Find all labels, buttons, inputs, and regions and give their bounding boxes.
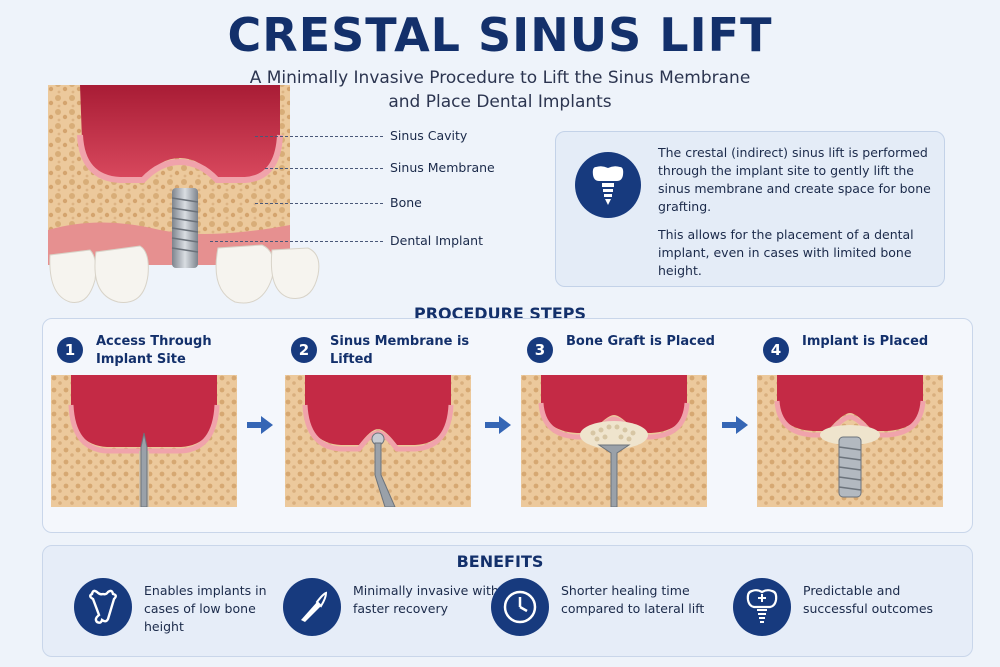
step-label: Access Through Implant Site [96, 334, 212, 367]
step-4-illustration [757, 375, 943, 507]
callout-line-sinus-cavity [255, 136, 383, 137]
bone-icon [74, 578, 132, 636]
step-number: 2 [291, 337, 317, 363]
tooth-implant-icon [575, 152, 641, 218]
label-sinus-cavity: Sinus Cavity [390, 128, 468, 143]
benefit-4: Predictable and successful outcomes [733, 576, 953, 642]
step-number: 3 [527, 337, 553, 363]
arrow-right-icon [722, 416, 748, 434]
step-label: Sinus Membrane is Lifted [330, 334, 470, 367]
arrow-right-icon [485, 416, 511, 434]
callout-line-bone [255, 203, 383, 204]
step-number: 1 [57, 337, 83, 363]
benefit-text: Enables implants in cases of low bone he… [144, 583, 267, 634]
step-1: 1 Access Through Implant Site [43, 319, 263, 534]
step-label: Bone Graft is Placed [566, 334, 715, 349]
benefits-heading: BENEFITS [456, 552, 544, 571]
sinus-cavity [80, 85, 280, 178]
scalpel-icon [283, 578, 341, 636]
step-3: 3 Bone Graft is Placed [513, 319, 733, 534]
step-1-illustration [51, 375, 237, 507]
anatomy-illustration [48, 85, 320, 304]
benefit-text: Predictable and successful outcomes [803, 583, 934, 616]
step-3-illustration [521, 375, 707, 507]
info-card: The crestal (indirect) sinus lift is per… [555, 131, 945, 287]
callout-line-dental-implant [210, 241, 383, 242]
step-4: 4 Implant is Placed [749, 319, 969, 534]
step-number: 4 [763, 337, 789, 363]
tooth-1 [49, 249, 97, 304]
info-paragraph-2: This allows for the placement of a denta… [658, 227, 914, 278]
benefit-1: Enables implants in cases of low bone he… [74, 576, 294, 642]
clock-icon [491, 578, 549, 636]
page-subtitle-line-1: A Minimally Invasive Procedure to Lift t… [249, 68, 751, 88]
tooth-2 [94, 245, 149, 303]
implant-post [172, 188, 198, 268]
arrow-right-icon [247, 416, 273, 434]
page-title: CRESTAL SINUS LIFT [227, 8, 773, 62]
label-sinus-membrane: Sinus Membrane [390, 160, 495, 175]
step-2-illustration [285, 375, 471, 507]
label-dental-implant: Dental Implant [390, 233, 483, 248]
tooth-4 [270, 247, 320, 300]
callout-line-sinus-membrane [265, 168, 383, 169]
procedure-steps-panel: 1 Access Through Implant Site 2 Sinus Me… [42, 318, 973, 533]
benefit-3: Shorter healing time compared to lateral… [491, 576, 711, 642]
page-subtitle-line-2: and Place Dental Implants [388, 92, 612, 112]
step-label: Implant is Placed [802, 334, 929, 349]
tooth-icon [733, 578, 791, 636]
label-bone: Bone [390, 195, 422, 210]
benefit-2: Minimally invasive with faster recovery [283, 576, 503, 642]
benefit-text: Shorter healing time compared to lateral… [561, 583, 705, 616]
benefit-text: Minimally invasive with faster recovery [353, 583, 499, 616]
step-2: 2 Sinus Membrane is Lifted [277, 319, 497, 534]
info-paragraph-1: The crestal (indirect) sinus lift is per… [658, 145, 931, 214]
sinus-membrane [77, 134, 283, 183]
tooth-3 [215, 244, 275, 304]
